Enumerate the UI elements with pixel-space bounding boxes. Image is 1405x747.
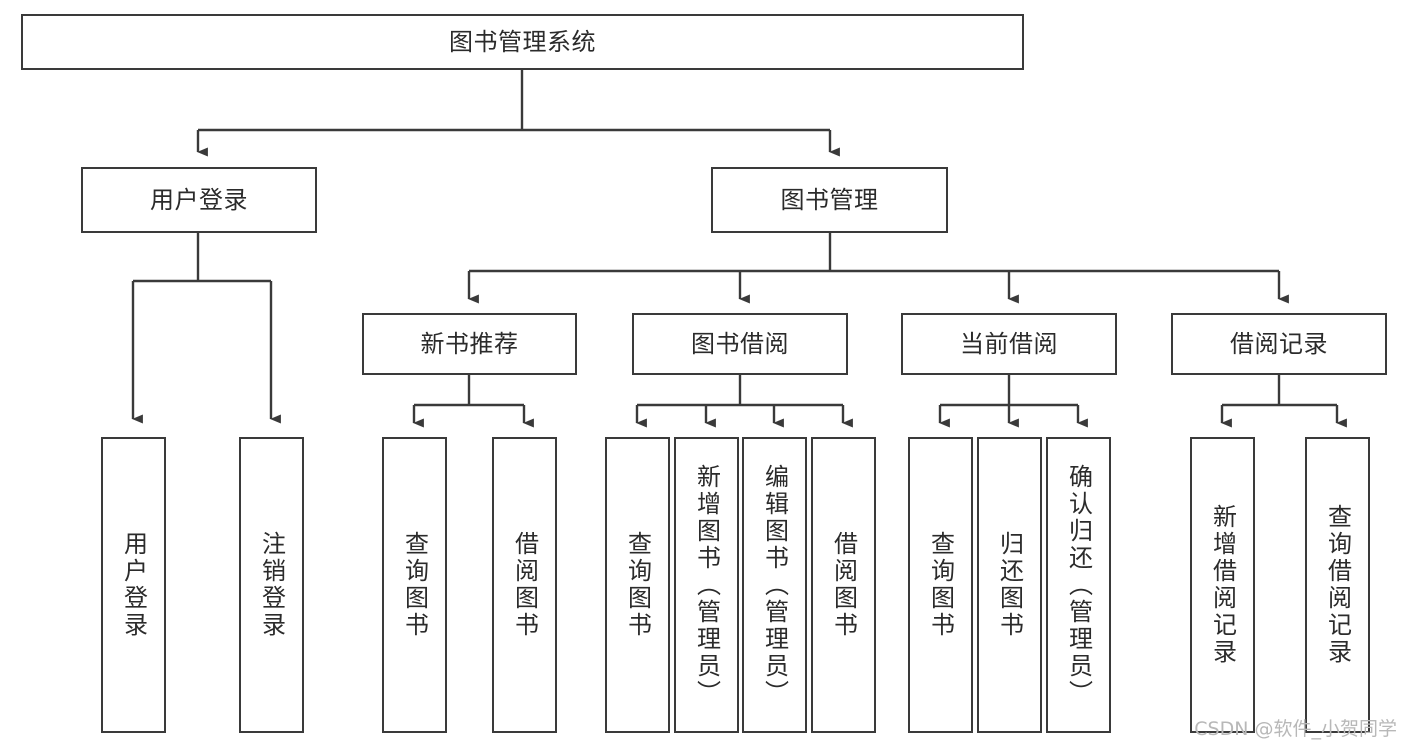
- leaf-user-login-login[interactable]: 用户登录: [101, 437, 166, 733]
- leaf-label: 借阅图书: [829, 531, 858, 639]
- node-borrow-record-label: 借阅记录: [1230, 330, 1328, 358]
- leaf-borrow-edit-book[interactable]: 编辑图书（管理员）: [742, 437, 807, 733]
- leaf-current-confirm-return[interactable]: 确认归还（管理员）: [1046, 437, 1111, 733]
- leaf-label: 查询图书: [926, 531, 955, 639]
- node-user-login-label: 用户登录: [150, 186, 248, 214]
- leaf-borrow-add-book[interactable]: 新增图书（管理员）: [674, 437, 739, 733]
- node-book-borrow-label: 图书借阅: [691, 330, 789, 358]
- node-borrow-record[interactable]: 借阅记录: [1171, 313, 1387, 375]
- node-root[interactable]: 图书管理系统: [21, 14, 1024, 70]
- leaf-label: 新增借阅记录: [1208, 504, 1237, 666]
- leaf-label: 查询图书: [400, 531, 429, 639]
- node-book-manage-label: 图书管理: [780, 186, 879, 214]
- node-new-book-recommend[interactable]: 新书推荐: [362, 313, 577, 375]
- leaf-label: 新增图书（管理员）: [692, 463, 721, 707]
- node-user-login[interactable]: 用户登录: [81, 167, 317, 233]
- leaf-borrow-borrow-book[interactable]: 借阅图书: [811, 437, 876, 733]
- node-root-label: 图书管理系统: [449, 28, 596, 56]
- leaf-label: 确认归还（管理员）: [1064, 463, 1093, 707]
- watermark: CSDN @软件_小贺同学: [1194, 718, 1397, 740]
- leaf-new-book-borrow[interactable]: 借阅图书: [492, 437, 557, 733]
- leaf-current-return-book[interactable]: 归还图书: [977, 437, 1042, 733]
- leaf-label: 查询图书: [623, 531, 652, 639]
- node-book-manage[interactable]: 图书管理: [711, 167, 948, 233]
- node-current-borrow-label: 当前借阅: [960, 330, 1058, 358]
- leaf-current-query-book[interactable]: 查询图书: [908, 437, 973, 733]
- node-current-borrow[interactable]: 当前借阅: [901, 313, 1117, 375]
- leaf-borrow-query-book[interactable]: 查询图书: [605, 437, 670, 733]
- leaf-label: 用户登录: [119, 531, 148, 639]
- leaf-record-query[interactable]: 查询借阅记录: [1305, 437, 1370, 733]
- leaf-label: 注销登录: [257, 531, 286, 639]
- leaf-label: 归还图书: [995, 531, 1024, 639]
- leaf-label: 查询借阅记录: [1323, 504, 1352, 666]
- leaf-label: 编辑图书（管理员）: [760, 463, 789, 707]
- leaf-record-add[interactable]: 新增借阅记录: [1190, 437, 1255, 733]
- leaf-user-login-logout[interactable]: 注销登录: [239, 437, 304, 733]
- leaf-new-book-query[interactable]: 查询图书: [382, 437, 447, 733]
- node-book-borrow[interactable]: 图书借阅: [632, 313, 848, 375]
- leaf-label: 借阅图书: [510, 531, 539, 639]
- node-new-book-recommend-label: 新书推荐: [420, 330, 519, 358]
